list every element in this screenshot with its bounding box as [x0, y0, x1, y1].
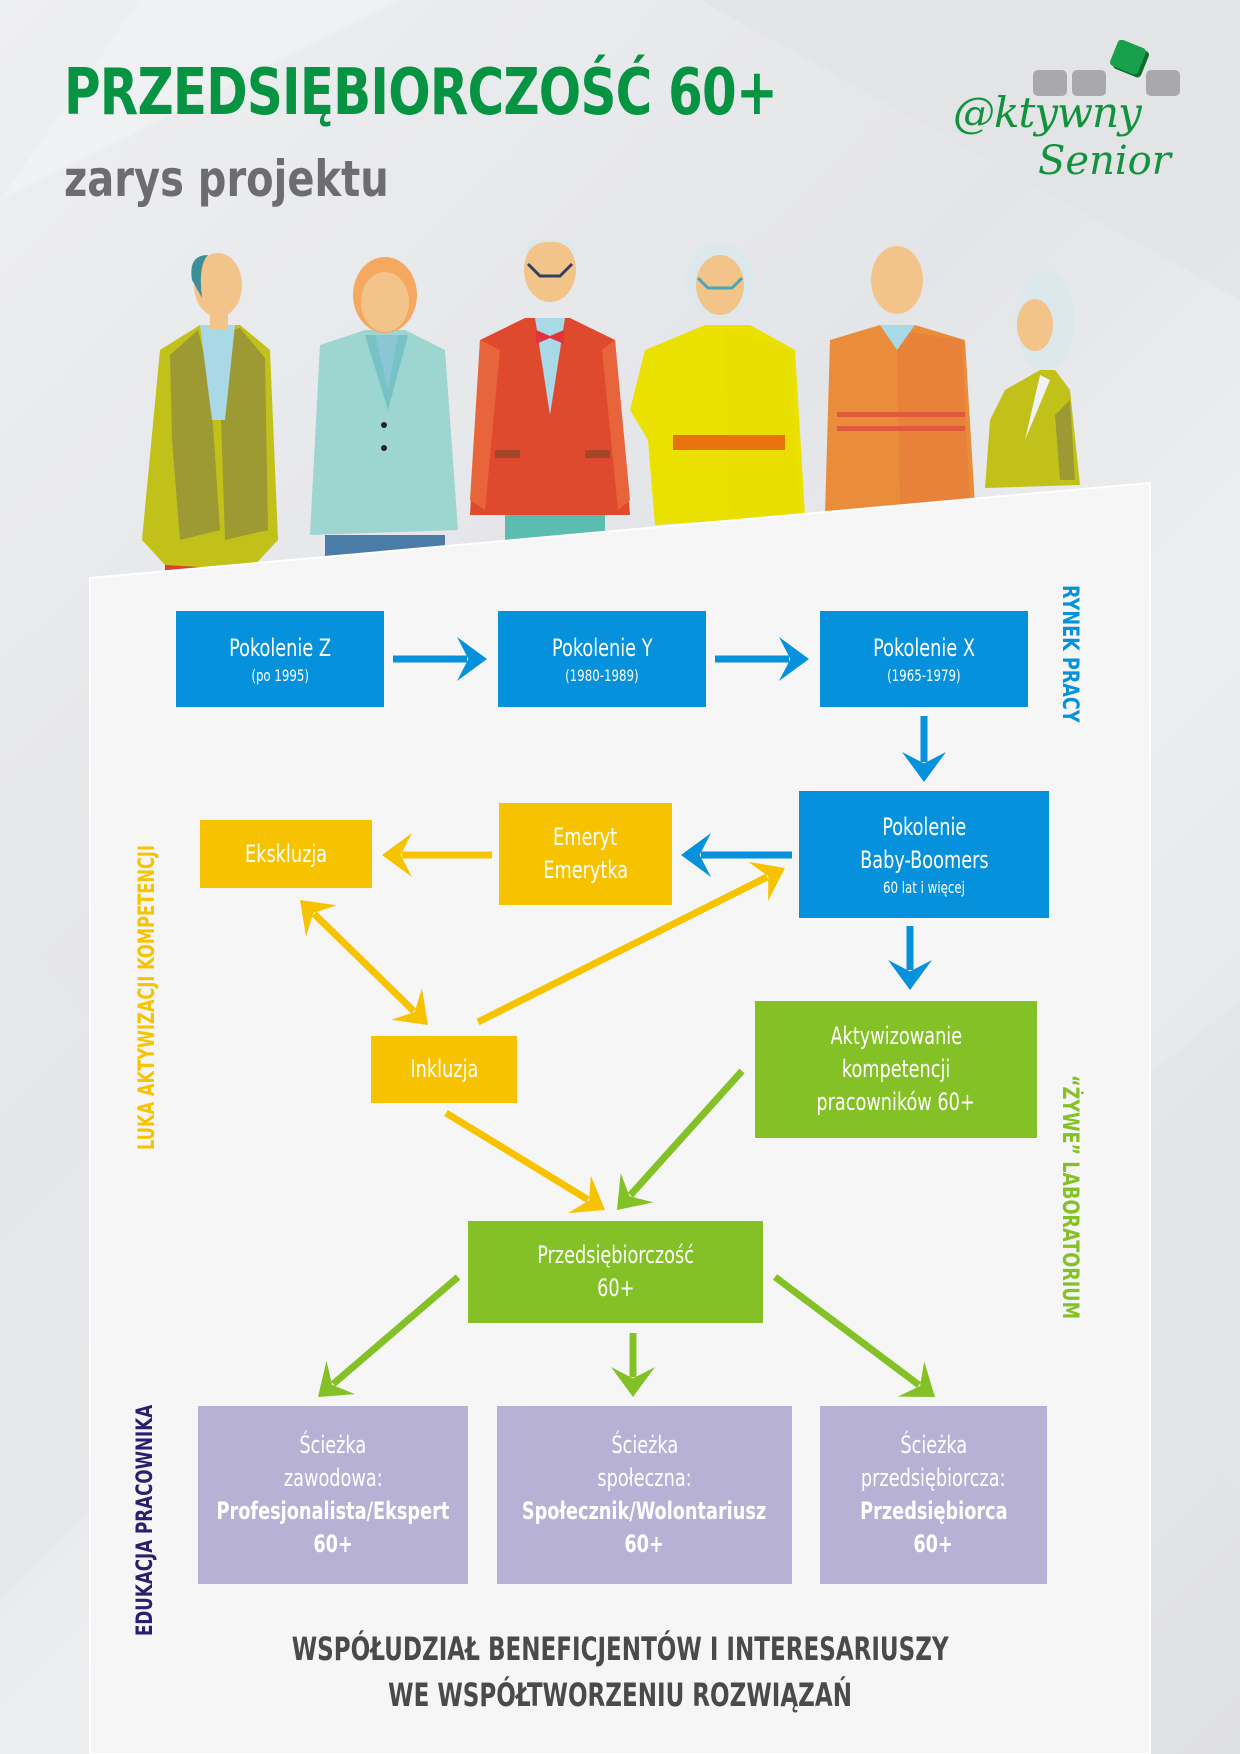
node-line: 60+ [596, 1274, 635, 1302]
page-subtitle: zarys projektu [64, 150, 389, 208]
side-label-rynek-pracy: RYNEK PRACY [1057, 585, 1082, 723]
node-line: Emeryt [553, 823, 618, 851]
node-przedsiebiorczosc: Przedsiębiorczość 60+ [468, 1221, 763, 1323]
node-pokolenie-x: Pokolenie X (1965-1979) [820, 611, 1028, 707]
arrowhead-gen_y-to-gen_x [779, 637, 809, 681]
node-line: Społecznik/Wolontariusz [522, 1497, 767, 1525]
logo-text-senior: Senior [1038, 138, 1171, 184]
arrowhead-activation-to-entrepreneurship [617, 1172, 654, 1210]
node-line: kompetencji [841, 1055, 951, 1083]
node-baby-boomers: Pokolenie Baby-Boomers 60 lat i więcej [799, 791, 1049, 918]
node-line: społeczna: [597, 1464, 692, 1492]
footer-text-1: WSPÓŁUDZIAŁ BENEFICJENTÓW I INTERESARIUS… [291, 1630, 949, 1668]
arrow-inclusion-to-boomers [476, 873, 769, 1026]
node-emeryt: Emeryt Emerytka [499, 803, 672, 905]
arrowhead-boomers-to-activation [888, 960, 932, 990]
arrow-entrepreneurship-to-path_entrepreneur [772, 1274, 922, 1388]
node-line: 60+ [624, 1530, 665, 1558]
arrowhead-boomers-to-retiree [681, 833, 711, 877]
node-aktywizowanie: Aktywizowanie kompetencji pracowników 60… [755, 1001, 1037, 1138]
node-subtitle: (po 1995) [251, 665, 309, 685]
node-title: Pokolenie Z [229, 633, 331, 662]
arrowhead-inclusion-to-exclusion [300, 900, 337, 937]
person-woman-olive-blazer [985, 270, 1080, 488]
arrowhead-inclusion-to-entrepreneurship [567, 1175, 605, 1214]
arrow-inclusion-to-entrepreneurship [444, 1110, 590, 1203]
node-line: Profesjonalista/Ekspert [216, 1497, 450, 1525]
node-inkluzja: Inkluzja [371, 1036, 517, 1103]
arrowhead-inclusion-to-boomers [748, 861, 785, 902]
arrowhead-entrepreneurship-to-path_entrepreneur [897, 1361, 935, 1397]
node-line: przedsiębiorcza: [861, 1464, 1006, 1492]
arrow-exclusion-to-inclusion [311, 911, 417, 1014]
arrow-entrepreneurship-to-path_professional [330, 1274, 461, 1387]
node-subtitle: 60 lat i więcej [883, 877, 965, 897]
arrowhead-exclusion-to-inclusion [391, 988, 428, 1025]
node-title: Ekskluzja [244, 839, 328, 868]
node-title: Inkluzja [410, 1055, 478, 1083]
person-woman-yellow-dress [630, 242, 805, 525]
arrowhead-entrepreneurship-to-path_social [611, 1367, 655, 1397]
node-line: zawodowa: [283, 1464, 383, 1492]
side-label-edukacja-pracownika: EDUKACJA PRACOWNIKA [133, 1404, 158, 1636]
node-pokolenie-y: Pokolenie Y (1980-1989) [498, 611, 706, 707]
node-line: Ścieżka [900, 1431, 967, 1459]
node-sciezka-zawodowa: Ścieżka zawodowa: Profesjonalista/Eksper… [198, 1406, 468, 1584]
person-man-orange-sweater [825, 246, 975, 515]
arrowhead-gen_x-to-boomers [902, 752, 946, 782]
node-ekskluzja: Ekskluzja [200, 820, 372, 888]
footer-text-2: WE WSPÓŁTWORZENIU ROZWIĄZAŃ [388, 1676, 852, 1714]
side-label-zywe-laboratorium: “ŻYWE” LABORATORIUM [1057, 1075, 1082, 1320]
arrowhead-entrepreneurship-to-path_professional [318, 1360, 356, 1397]
node-sciezka-spoleczna: Ścieżka społeczna: Społecznik/Wolontariu… [497, 1406, 792, 1584]
node-line: 60+ [913, 1530, 954, 1558]
footer-line-1: WSPÓŁUDZIAŁ BENEFICJENTÓW I INTERESARIUS… [0, 1630, 1240, 1668]
node-line: 60+ [313, 1530, 353, 1558]
node-line: Aktywizowanie [830, 1022, 962, 1050]
node-subtitle: (1965-1979) [887, 665, 961, 685]
tiles-icon [1033, 40, 1180, 96]
arrowhead-retiree-to-exclusion [382, 833, 412, 877]
node-line: Ścieżka [299, 1431, 367, 1459]
node-line: Baby-Boomers [859, 845, 989, 874]
aktywny-senior-logo: @ktywny Senior [950, 40, 1190, 190]
node-title: Pokolenie Y [551, 633, 653, 662]
node-line: Emerytka [543, 856, 628, 884]
node-subtitle: (1980-1989) [565, 665, 639, 685]
arrow-activation-to-entrepreneurship [627, 1068, 745, 1198]
node-line: Przedsiębiorczość [537, 1241, 694, 1269]
node-sciezka-przedsiebiorcza: Ścieżka przedsiębiorcza: Przedsiębiorca … [820, 1406, 1047, 1584]
node-title: Pokolenie X [873, 633, 975, 662]
side-label-luka-aktywizacji: LUKA AKTYWIZACJI KOMPETENCJI [135, 844, 160, 1150]
arrowhead-gen_z-to-gen_y [457, 637, 487, 681]
footer-line-2: WE WSPÓŁTWORZENIU ROZWIĄZAŃ [0, 1676, 1240, 1714]
node-pokolenie-z: Pokolenie Z (po 1995) [176, 611, 384, 707]
node-line: Przedsiębiorca [859, 1497, 1008, 1525]
page-title: PRZEDSIĘBIORCZOŚĆ 60+ [64, 56, 778, 130]
node-line: Pokolenie [881, 812, 967, 841]
node-line: Ścieżka [611, 1431, 678, 1459]
node-line: pracowników 60+ [816, 1088, 976, 1116]
logo-text-aktywny: @ktywny [953, 88, 1142, 137]
